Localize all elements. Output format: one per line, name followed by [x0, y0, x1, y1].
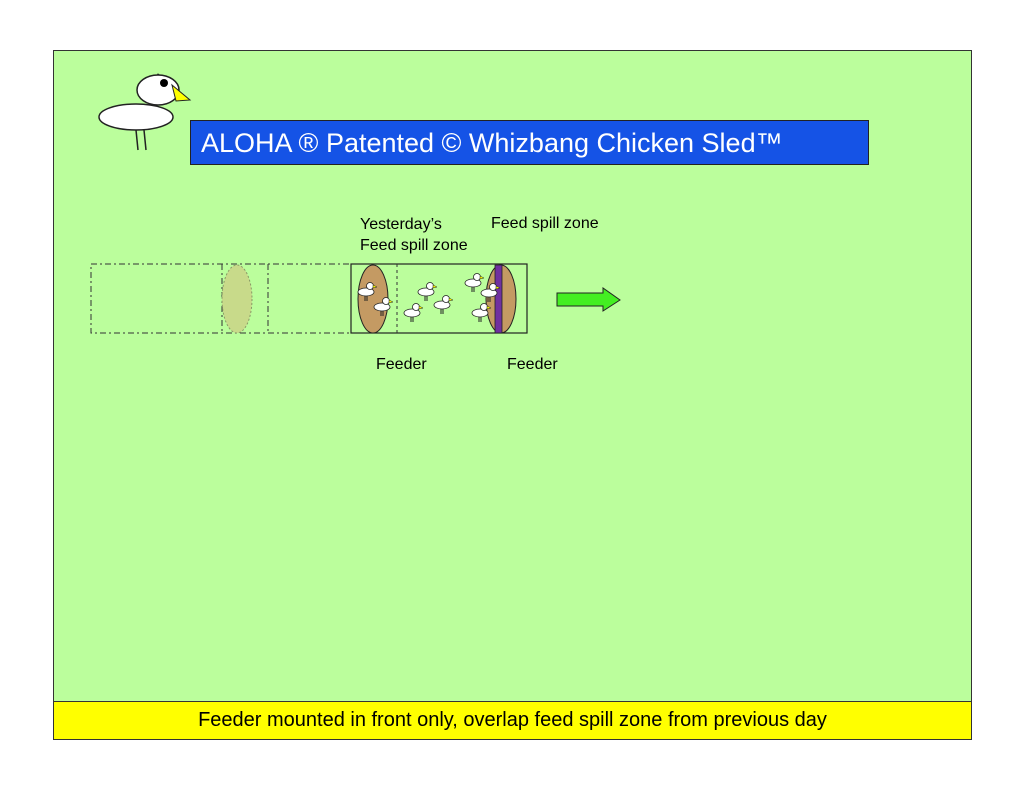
slide-background [53, 50, 972, 740]
chicken-icon [464, 273, 485, 292]
yesterday-label-2: Feed spill zone [360, 237, 468, 254]
old-spill-zone [221, 264, 253, 334]
sled [350, 263, 528, 334]
chicken-icon [373, 297, 394, 316]
chicken-icon [403, 303, 424, 322]
direction-arrow-icon [556, 287, 621, 312]
feeder-bar [494, 264, 503, 334]
feeder-label-right: Feeder [507, 356, 558, 373]
chicken-icon [433, 295, 454, 314]
chicken-icon [471, 303, 492, 322]
logo-chicken-icon [98, 73, 192, 151]
spill-zone-label: Feed spill zone [491, 215, 599, 232]
past-sled-positions [90, 263, 352, 334]
feeder-label-left: Feeder [376, 356, 427, 373]
chickens [357, 273, 501, 322]
chicken-icon [417, 282, 438, 301]
page-title: ALOHA ® Patented © Whizbang Chicken Sled… [190, 120, 869, 165]
footer-caption: Feeder mounted in front only, overlap fe… [53, 701, 972, 740]
chicken-icon [480, 283, 501, 302]
chicken-icon [357, 282, 378, 301]
yesterday-label-1: Yesterday’s [360, 216, 442, 233]
